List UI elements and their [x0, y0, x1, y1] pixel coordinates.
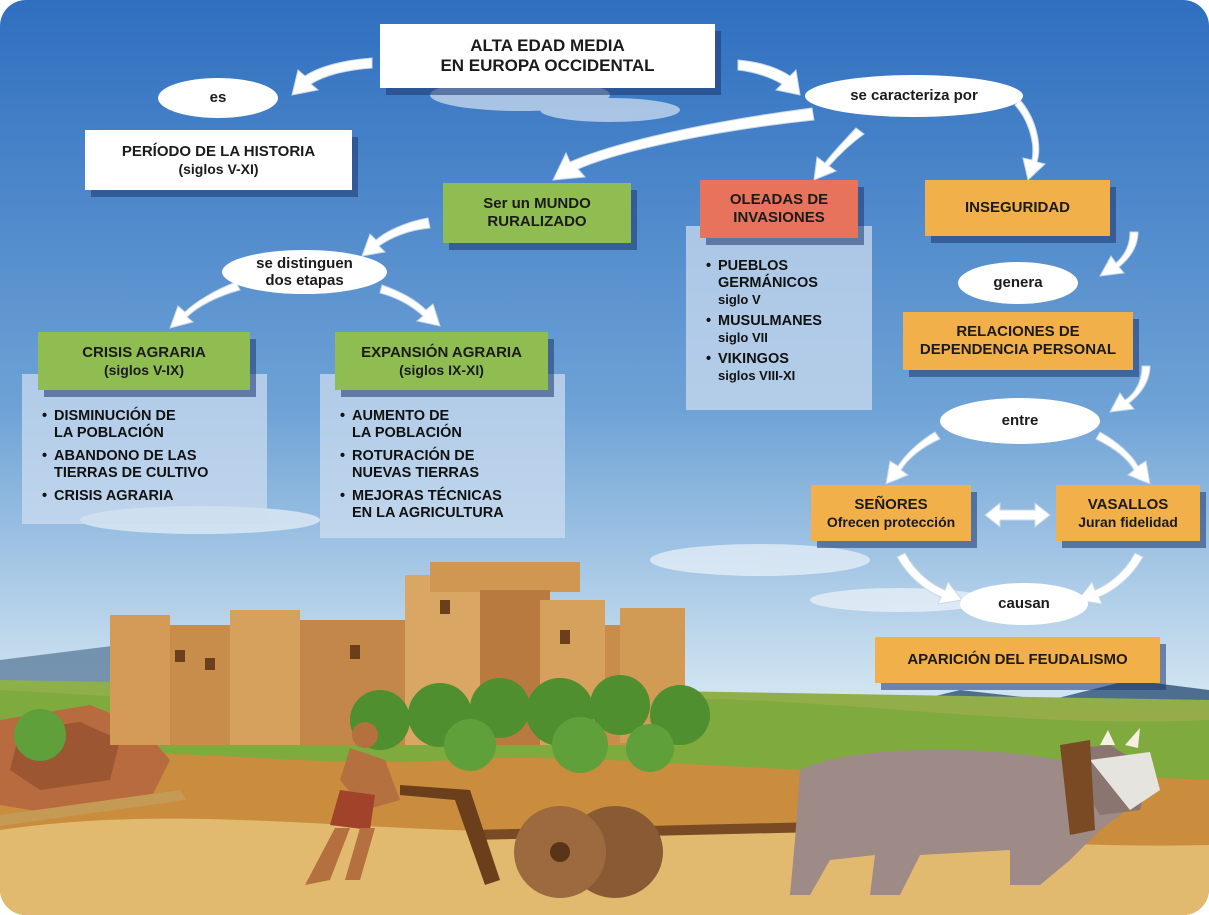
link-se-caracteriza-label: se caracteriza por: [850, 87, 978, 105]
link-es-label: es: [209, 89, 227, 107]
arrow-caracteriza-to-ruralizado: [552, 107, 815, 181]
ruralizado-box: Ser un MUNDO RURALIZADO: [443, 183, 631, 243]
link-se-caracteriza: se caracteriza por: [805, 75, 1023, 117]
link-genera-label: genera: [993, 274, 1043, 292]
crisis-line2: (siglos V-IX): [103, 361, 185, 378]
crisis-item-1-l2: TIERRAS DE CULTIVO: [54, 464, 209, 481]
relaciones-line1: RELACIONES DE: [956, 323, 1080, 341]
arrow-title-to-caracteriza: [737, 59, 801, 96]
expansion-item-0-l1: AUMENTO DE: [352, 408, 450, 424]
link-se-distinguen-line2: dos etapas: [265, 272, 344, 289]
oleadas-panel: PUEBLOS GERMÁNICOS siglo V MUSULMANES si…: [686, 226, 872, 410]
link-es: es: [158, 78, 278, 118]
crisis-list: DISMINUCIÓN DE LA POBLACIÓN ABANDONO DE …: [40, 408, 255, 505]
vasallos-line2: Juran fidelidad: [1078, 513, 1178, 530]
oleadas-list: PUEBLOS GERMÁNICOS siglo V MUSULMANES si…: [704, 258, 860, 383]
arrow-entre-to-vasallos: [1095, 431, 1151, 485]
expansion-box: EXPANSIÓN AGRARIA (siglos IX-XI): [335, 332, 548, 390]
title-line1: ALTA EDAD MEDIA: [470, 35, 625, 55]
title-line2: EN EUROPA OCCIDENTAL: [440, 56, 655, 75]
crisis-line1: CRISIS AGRARIA: [82, 343, 206, 361]
arrow-senores-to-causan: [896, 552, 963, 605]
expansion-item-1-l2: NUEVAS TIERRAS: [352, 464, 480, 481]
list-item: DISMINUCIÓN DE LA POBLACIÓN: [42, 408, 255, 442]
expansion-list: AUMENTO DE LA POBLACIÓN ROTURACIÓN DE NU…: [338, 408, 553, 522]
oleadas-item-2-l2: siglos VIII-XI: [718, 368, 796, 384]
list-item: AUMENTO DE LA POBLACIÓN: [340, 408, 553, 442]
expansion-item-2-l2: EN LA AGRICULTURA: [352, 504, 504, 521]
list-item: VIKINGOS siglos VIII-XI: [706, 351, 860, 384]
oleadas-line1: OLEADAS DE: [729, 191, 829, 209]
crisis-item-2-l1: CRISIS AGRARIA: [54, 487, 174, 504]
list-item: MUSULMANES siglo VII: [706, 313, 860, 346]
oleadas-box: OLEADAS DE INVASIONES: [700, 180, 858, 238]
oleadas-item-1-l1: MUSULMANES: [718, 313, 822, 330]
feudalismo-label: APARICIÓN DEL FEUDALISMO: [907, 651, 1128, 669]
expansion-item-0-l2: LA POBLACIÓN: [352, 424, 462, 441]
link-genera: genera: [958, 262, 1078, 304]
senores-line2: Ofrecen protección: [826, 513, 956, 530]
oleadas-item-2-l1: VIKINGOS: [718, 351, 789, 368]
periodo-line1: PERÍODO DE LA HISTORIA: [121, 142, 316, 160]
arrow-caracteriza-to-inseguridad: [1014, 99, 1047, 181]
expansion-item-1-l1: ROTURACIÓN DE: [352, 447, 475, 464]
feudalismo-box: APARICIÓN DEL FEUDALISMO: [875, 637, 1160, 683]
vasallos-line1: VASALLOS: [1087, 495, 1169, 513]
oleadas-item-0-l1: PUEBLOS: [718, 258, 789, 274]
list-item: MEJORAS TÉCNICAS EN LA AGRICULTURA: [340, 487, 553, 522]
link-entre: entre: [940, 398, 1100, 444]
oleadas-item-1-l2: siglo VII: [718, 330, 768, 346]
senores-line1: SEÑORES: [854, 495, 928, 513]
expansion-line1: EXPANSIÓN AGRARIA: [361, 343, 522, 361]
list-item: CRISIS AGRARIA: [42, 487, 255, 505]
oleadas-line2: INVASIONES: [733, 209, 825, 226]
arrow-relaciones-to-entre: [1109, 365, 1151, 413]
inseguridad-box: INSEGURIDAD: [925, 180, 1110, 236]
list-item: PUEBLOS GERMÁNICOS siglo V: [706, 258, 860, 307]
list-item: ABANDONO DE LAS TIERRAS DE CULTIVO: [42, 447, 255, 482]
title-box: ALTA EDAD MEDIA EN EUROPA OCCIDENTAL: [380, 24, 715, 88]
arrow-distinguen-to-crisis: [169, 281, 241, 329]
expansion-item-2-l1: MEJORAS TÉCNICAS: [352, 487, 502, 504]
periodo-line2: (siglos V-XI): [178, 160, 259, 177]
expansion-panel: AUMENTO DE LA POBLACIÓN ROTURACIÓN DE NU…: [320, 374, 565, 538]
relaciones-line2: DEPENDENCIA PERSONAL: [919, 341, 1117, 358]
plow-wheels: [514, 806, 663, 898]
oleadas-item-0-l3: siglo V: [718, 291, 761, 307]
arrow-vasallos-to-causan: [1077, 552, 1144, 605]
ruralizado-line2: RURALIZADO: [487, 213, 587, 230]
arrow-double-senores-vasallos: [984, 501, 1051, 529]
crisis-box: CRISIS AGRARIA (siglos V-IX): [38, 332, 250, 390]
oxen-illustration: [790, 728, 1160, 895]
oleadas-item-0-l2: GERMÁNICOS: [718, 274, 818, 291]
link-causan: causan: [960, 583, 1088, 625]
senores-box: SEÑORES Ofrecen protección: [811, 485, 971, 541]
crisis-item-1-l1: ABANDONO DE LAS: [54, 447, 197, 464]
crisis-item-0-l2: LA POBLACIÓN: [54, 424, 164, 441]
link-causan-label: causan: [998, 595, 1050, 613]
arrow-distinguen-to-expansion: [379, 284, 441, 327]
link-se-distinguen: se distinguen dos etapas: [222, 250, 387, 294]
arrow-inseguridad-to-genera: [1099, 231, 1139, 277]
arrow-entre-to-senores: [885, 431, 941, 485]
list-item: ROTURACIÓN DE NUEVAS TIERRAS: [340, 447, 553, 482]
tree-illustration: [14, 675, 710, 773]
vasallos-box: VASALLOS Juran fidelidad: [1056, 485, 1200, 541]
link-se-distinguen-line1: se distinguen: [256, 254, 353, 272]
expansion-line2: (siglos IX-XI): [399, 361, 484, 378]
link-entre-label: entre: [1001, 412, 1039, 430]
ruralizado-line1: Ser un MUNDO: [483, 195, 591, 213]
periodo-box: PERÍODO DE LA HISTORIA (siglos V-XI): [85, 130, 352, 190]
crisis-item-0-l1: DISMINUCIÓN DE: [54, 408, 176, 424]
plowman-illustration: [305, 722, 500, 885]
crisis-panel: DISMINUCIÓN DE LA POBLACIÓN ABANDONO DE …: [22, 374, 267, 524]
relaciones-box: RELACIONES DE DEPENDENCIA PERSONAL: [903, 312, 1133, 370]
arrow-caracteriza-to-oleadas: [813, 127, 865, 181]
clouds: [80, 79, 990, 612]
arrow-title-to-es: [291, 57, 373, 96]
inseguridad-label: INSEGURIDAD: [964, 199, 1070, 217]
arrow-ruralizado-to-distinguen: [361, 217, 431, 257]
